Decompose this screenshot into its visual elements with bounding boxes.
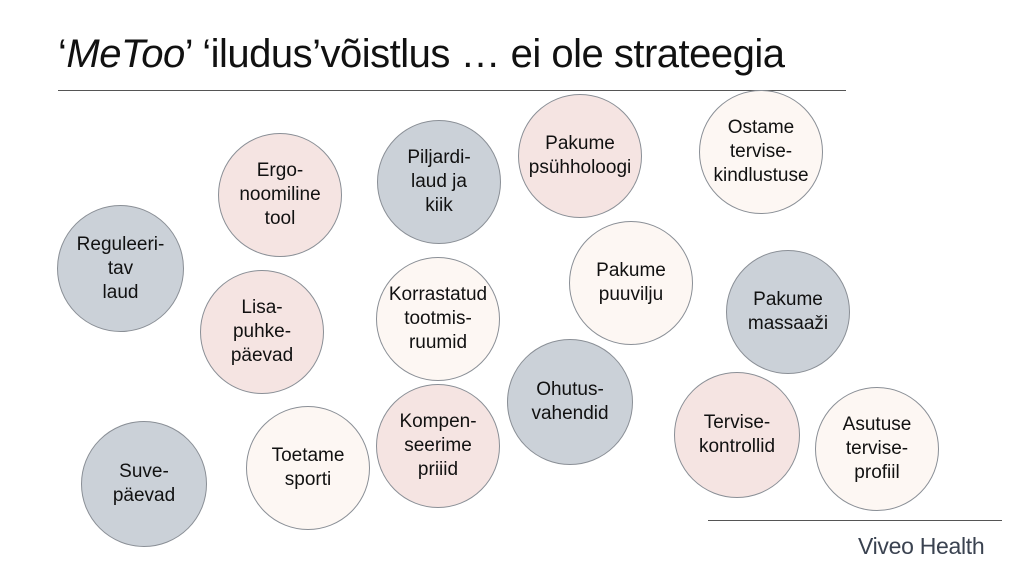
title-rest: ’ ‘iludus’võistlus … ei ole strateegia [184, 32, 785, 76]
bubble-korrastatud-tootmisruumid: Korrastatud tootmis- ruumid [376, 257, 500, 381]
title-metoo: MeToo [66, 32, 185, 76]
bubble-ostame-tervisekindlustuse: Ostame tervise- kindlustuse [699, 90, 823, 214]
title-underline [58, 90, 846, 91]
bubble-lisapuhkepaevad: Lisa- puhke- päevad [200, 270, 324, 394]
bubble-reguleeritav-laud: Reguleeri- tav laud [57, 205, 184, 332]
bubble-asutuse-terviseprofiil: Asutuse tervise- profiil [815, 387, 939, 511]
bubble-suvepaevad: Suve- päevad [81, 421, 207, 547]
bubble-pakume-puuvilju: Pakume puuvilju [569, 221, 693, 345]
bubble-ohutusvahendid: Ohutus- vahendid [507, 339, 633, 465]
slide-title: ‘MeToo’ ‘iludus’võistlus … ei ole strate… [58, 32, 785, 77]
brand-rule [708, 520, 1002, 521]
bubble-kompenseerime-priiid: Kompen- seerime priiid [376, 384, 500, 508]
bubble-tervisekontrollid: Tervise- kontrollid [674, 372, 800, 498]
title-open-quote: ‘ [58, 32, 67, 76]
bubble-piljardilaud-ja-kiik: Piljardi- laud ja kiik [377, 120, 501, 244]
brand-logo-text: Viveo Health [858, 533, 985, 559]
bubble-toetame-sporti: Toetame sporti [246, 406, 370, 530]
bubble-pakume-massaazi: Pakume massaaži [726, 250, 850, 374]
bubble-pakume-psuhholoogi: Pakume psühholoogi [518, 94, 642, 218]
bubble-ergonoomiline-tool: Ergo- noomiline tool [218, 133, 342, 257]
